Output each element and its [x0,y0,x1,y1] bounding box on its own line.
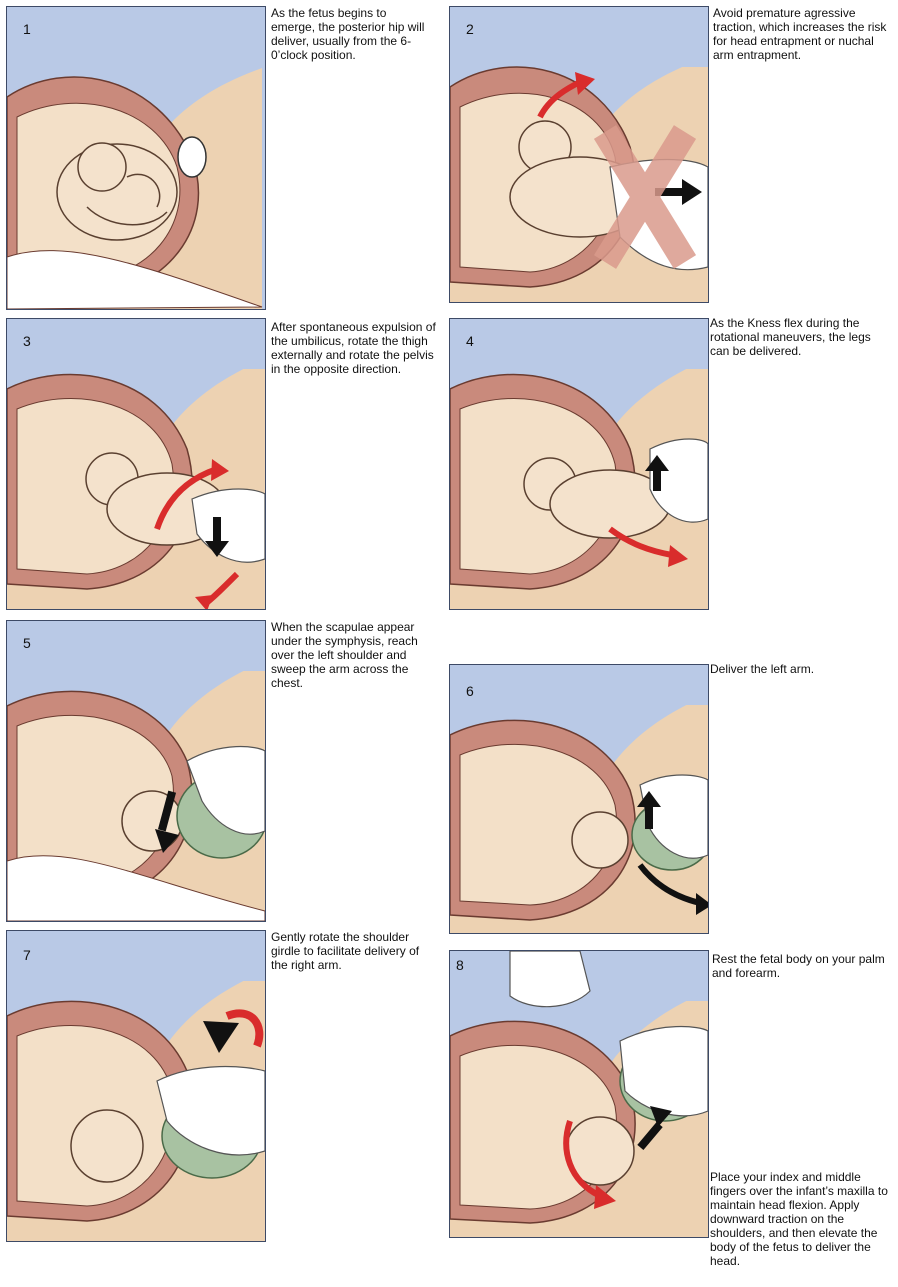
panel-3-number: 3 [23,333,31,349]
panel-3-illustration: 3 [6,318,266,610]
panel-6-caption: Deliver the left arm. [710,662,890,676]
panel-2-number: 2 [466,21,474,37]
panel-7-illustration: 7 [6,930,266,1242]
panel-4-number: 4 [466,333,474,349]
panel-1-number: 1 [23,21,31,37]
black-arrow-shaft-up [645,805,653,829]
panel-3-caption: After spontaneous expulsion of the umbil… [271,320,436,376]
black-arrow-shaft [653,469,661,491]
panel-4-drawing [450,319,708,609]
panel-7-drawing [7,931,265,1241]
panel-7-number: 7 [23,947,31,963]
panel-5-drawing [7,621,265,921]
panel-6-illustration: 6 [449,664,709,934]
fetus-head [78,143,126,191]
panel-1-caption: As the fetus begins to emerge, the poste… [271,6,431,62]
panel-1-drawing [7,7,265,309]
panel-6-drawing [450,665,708,933]
panel-3-drawing [7,319,265,609]
upper-clinician-hand [510,951,590,1007]
fetus-head [71,1110,143,1182]
panel-7-caption: Gently rotate the shoulder girdle to fac… [271,930,436,972]
panel-2-caption: Avoid premature agressive traction, whic… [713,6,893,62]
black-arrow-shaft [213,517,221,543]
panel-8-extra-caption: Place your index and middle fingers over… [710,1170,892,1268]
panel-2-drawing [450,7,708,302]
panel-4-illustration: 4 [449,318,709,610]
panel-8-number: 8 [456,957,464,973]
panel-8-drawing [450,951,708,1237]
panel-5-caption: When the scapulae appear under the symph… [271,620,436,690]
panel-1-illustration: 1 [6,6,266,310]
panel-2-illustration: 2 [449,6,709,303]
panel-4-caption: As the Kness flex during the rotational … [710,316,890,358]
panel-8-caption: Rest the fetal body on your palm and for… [712,952,887,980]
panel-5-number: 5 [23,635,31,651]
symphysis-bone [178,137,206,177]
panel-6-number: 6 [466,683,474,699]
panel-5-illustration: 5 [6,620,266,922]
fetus-head [572,812,628,868]
panel-8-illustration: 8 [449,950,709,1238]
